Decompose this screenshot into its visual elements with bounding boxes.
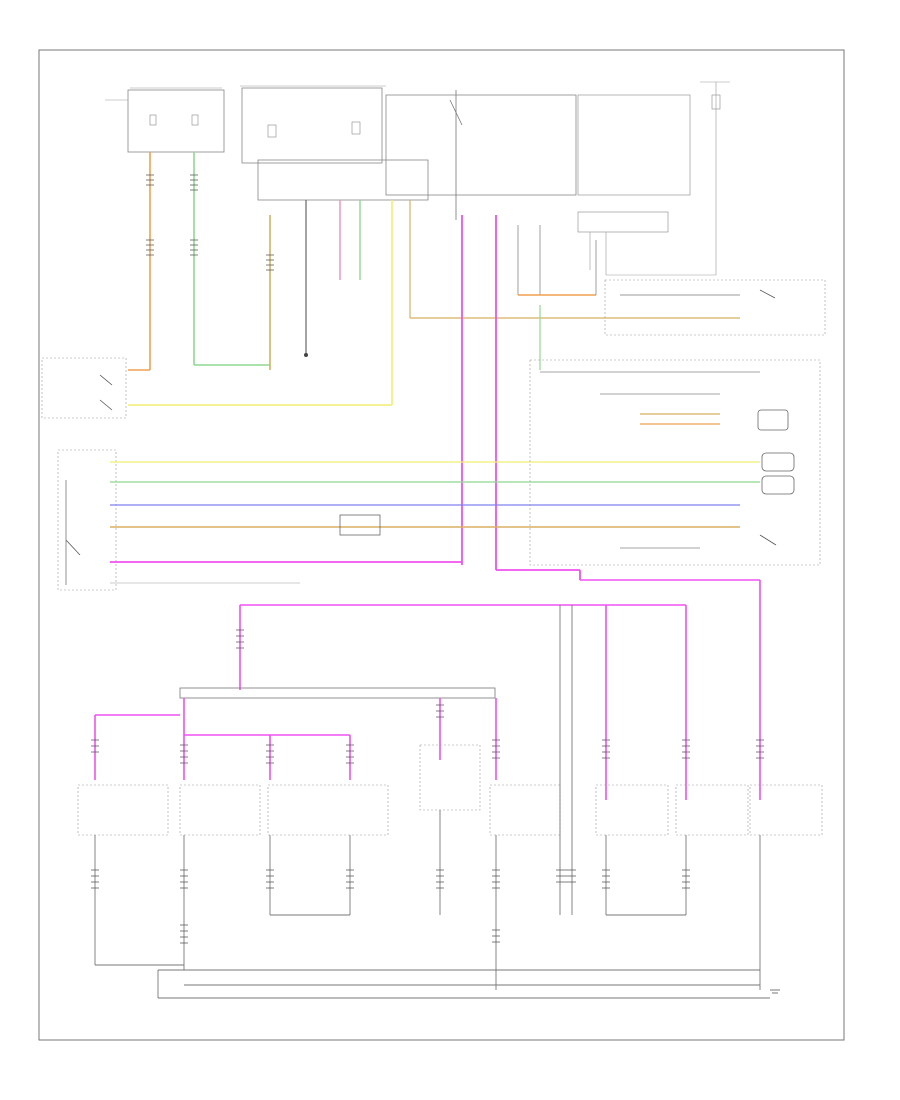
right-lamp-module-2 xyxy=(595,784,669,836)
left-fuse-box xyxy=(105,87,225,153)
center-fuse-box xyxy=(240,85,386,164)
wire-orange-left xyxy=(128,152,151,371)
connector-pins-top-left xyxy=(146,174,274,271)
wire-orange-right xyxy=(517,225,597,370)
ground-symbol-icon xyxy=(770,989,780,994)
left-ground-module xyxy=(94,687,497,780)
relay-connector-strip xyxy=(577,160,717,276)
rear-lamp-module-3 xyxy=(267,784,389,836)
rear-lamp-module-1 xyxy=(77,784,169,836)
relay-box xyxy=(257,90,577,220)
connector-pins-bottom xyxy=(91,629,764,764)
right-lamp-module-4 xyxy=(749,784,823,836)
relay-symbol xyxy=(339,514,381,536)
wire-pink-center xyxy=(339,200,361,280)
right-lamp-module-3 xyxy=(675,784,749,836)
hazard-switch xyxy=(604,279,826,336)
wire-tan-center xyxy=(409,200,740,319)
combination-meter xyxy=(529,359,821,566)
wire-green-left xyxy=(193,152,270,366)
rear-lamp-module-2 xyxy=(179,784,261,836)
light-control-switch xyxy=(57,449,117,591)
wire-yellow-center xyxy=(128,200,393,406)
wire-magenta-main-2 xyxy=(495,215,581,580)
right-lamp-module-1 xyxy=(489,784,561,836)
wire-ground-bottom xyxy=(94,605,770,999)
center-connector-module xyxy=(419,744,481,811)
diagram-border xyxy=(38,49,845,1041)
combination-switch xyxy=(41,357,127,419)
wire-dark-center xyxy=(304,200,308,357)
right-fuse-box xyxy=(577,81,730,196)
connector-pins-ground xyxy=(91,869,690,944)
wire-distribution-magenta xyxy=(239,579,761,800)
